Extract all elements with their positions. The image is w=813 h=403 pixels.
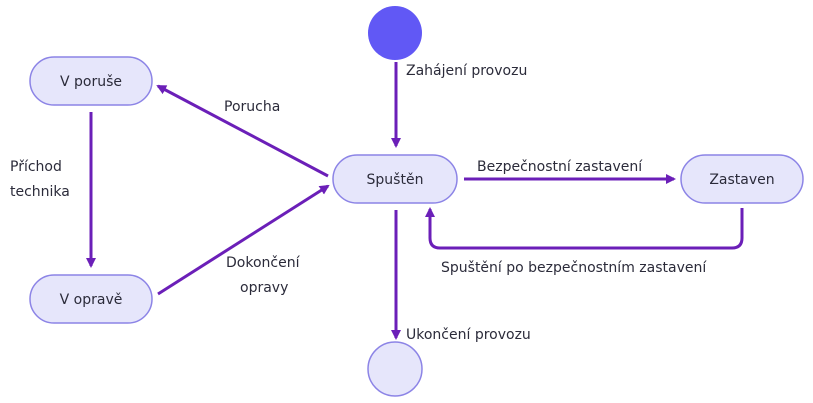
edge-v-oprave-to-spusten [157,184,330,296]
label-prichod-line1: Příchod [10,159,62,175]
label-prichod-line2: technika [10,184,70,200]
label-spusteni-po-zastaveni: Spuštění po bezpečnostním zastavení [441,260,707,276]
state-spusten: Spuštěn [332,154,458,204]
edge-zastaven-to-spusten [425,207,744,250]
state-zastaven: Zastaven [680,154,804,204]
initial-state [368,6,422,60]
label-ukonceni-provozu: Ukončení provozu [406,327,531,343]
state-v-oprave-label: V opravě [60,292,123,308]
label-porucha: Porucha [224,99,280,115]
state-v-poruse-label: V poruše [60,74,122,90]
state-v-oprave: V opravě [29,274,153,324]
label-bezpecnostni-zastaveni: Bezpečnostní zastavení [477,159,643,175]
state-v-poruse: V poruše [29,56,153,106]
state-spusten-label: Spuštěn [367,172,424,188]
final-state [367,341,423,397]
label-zahajeni-provozu: Zahájení provozu [406,63,527,79]
label-dokonceni-line1: Dokončení [226,255,301,271]
edge-spusten-to-v-poruse [156,84,329,178]
state-zastaven-label: Zastaven [709,172,774,188]
label-dokonceni-line2: opravy [240,280,288,296]
